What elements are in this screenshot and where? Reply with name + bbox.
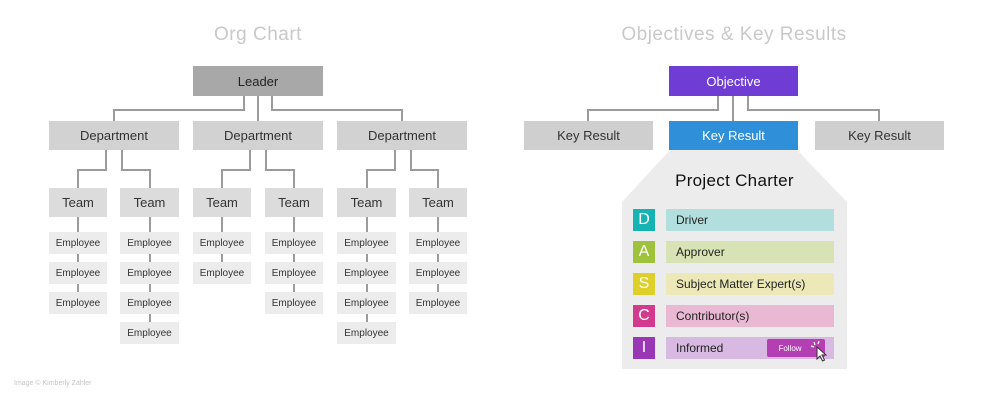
role-letter-approver: A bbox=[633, 241, 655, 263]
role-driver: Driver bbox=[666, 209, 834, 231]
follow-button-label: Follow bbox=[778, 343, 802, 353]
key-result-box: Key Result bbox=[815, 121, 944, 150]
team-box: Team bbox=[265, 188, 323, 217]
project-charter-title: Project Charter bbox=[675, 171, 794, 190]
key-result-box: Key Result bbox=[524, 121, 653, 150]
role-letter-driver: D bbox=[633, 209, 655, 231]
employee-box: Employee bbox=[409, 232, 467, 254]
employee-box: Employee bbox=[193, 232, 251, 254]
employee-box: Employee bbox=[49, 232, 107, 254]
employee-box: Employee bbox=[49, 262, 107, 284]
employee-box: Employee bbox=[409, 292, 467, 314]
employee-box: Employee bbox=[265, 292, 323, 314]
role-letter-subject-matter-expert: S bbox=[633, 273, 655, 295]
department-box: Department bbox=[337, 121, 467, 150]
image-credit: Image © Kimberly Zahler bbox=[14, 380, 92, 387]
employee-box: Employee bbox=[120, 262, 179, 284]
employee-box: Employee bbox=[265, 232, 323, 254]
leader-box: Leader bbox=[193, 66, 323, 96]
role-contributor: Contributor(s) bbox=[666, 305, 834, 327]
employee-box: Employee bbox=[120, 232, 179, 254]
role-letter-contributor: C bbox=[633, 305, 655, 327]
team-box: Team bbox=[49, 188, 107, 217]
employee-box: Employee bbox=[120, 292, 179, 314]
team-box: Team bbox=[409, 188, 467, 217]
objective-box: Objective bbox=[669, 66, 798, 96]
cursor-click-icon bbox=[810, 340, 828, 362]
follow-button[interactable]: Follow bbox=[767, 339, 825, 357]
employee-box: Employee bbox=[337, 292, 396, 314]
department-box: Department bbox=[49, 121, 179, 150]
role-subject-matter-expert: Subject Matter Expert(s) bbox=[666, 273, 834, 295]
employee-box: Employee bbox=[265, 262, 323, 284]
employee-box: Employee bbox=[49, 292, 107, 314]
team-box: Team bbox=[193, 188, 251, 217]
team-box: Team bbox=[337, 188, 396, 217]
key-result-box-active: Key Result bbox=[669, 121, 798, 150]
org-chart-title: Org Chart bbox=[214, 24, 302, 45]
employee-box: Employee bbox=[193, 262, 251, 284]
role-letter-informed: I bbox=[633, 337, 655, 359]
employee-box: Employee bbox=[337, 262, 396, 284]
employee-box: Employee bbox=[120, 322, 179, 344]
team-box: Team bbox=[120, 188, 179, 217]
role-approver: Approver bbox=[666, 241, 834, 263]
okr-title: Objectives & Key Results bbox=[621, 24, 847, 45]
employee-box: Employee bbox=[409, 262, 467, 284]
employee-box: Employee bbox=[337, 322, 396, 344]
employee-box: Employee bbox=[337, 232, 396, 254]
department-box: Department bbox=[193, 121, 323, 150]
